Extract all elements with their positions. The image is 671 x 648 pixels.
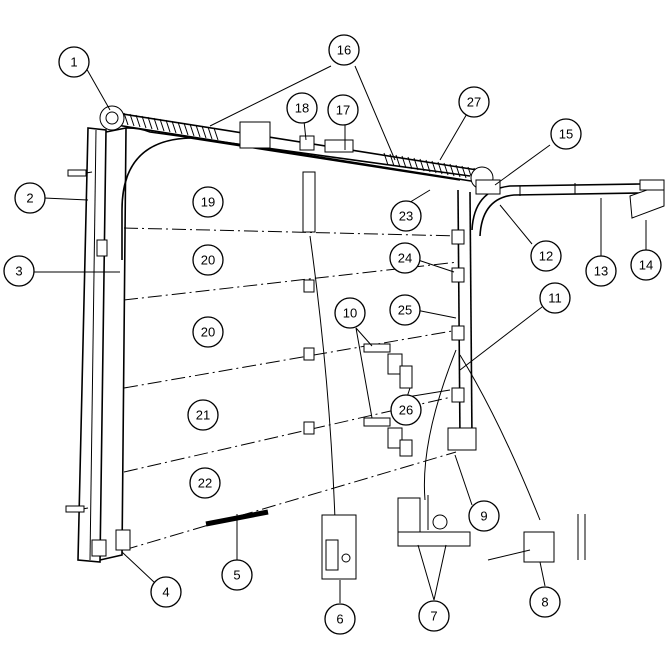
svg-text:12: 12 (539, 249, 553, 264)
svg-text:17: 17 (336, 103, 350, 118)
panel-labels: 19 20 20 21 22 (187, 186, 224, 499)
callout-4: 4 (150, 576, 182, 608)
hinges (363, 343, 413, 457)
panel-label-22: 22 (189, 467, 221, 499)
callout-1: 1 (58, 46, 90, 78)
callout-8: 8 (529, 586, 561, 618)
callout-10: 10 (334, 297, 366, 329)
track-curves (121, 127, 641, 441)
svg-text:19: 19 (201, 195, 215, 210)
left-vertical-track (65, 127, 127, 563)
svg-text:15: 15 (559, 127, 573, 142)
svg-text:23: 23 (399, 209, 413, 224)
callout-23: 23 (390, 200, 422, 232)
panel-label-20-upper: 20 (192, 244, 224, 276)
callout-15: 15 (550, 118, 582, 150)
callout-17: 17 (327, 94, 359, 126)
callout-24: 24 (389, 242, 421, 274)
svg-text:1: 1 (70, 55, 77, 70)
svg-text:6: 6 (336, 612, 343, 627)
callout-26: 26 (390, 394, 422, 426)
svg-text:21: 21 (196, 408, 210, 423)
callout-7: 7 (418, 600, 450, 632)
bottom-bracket-6 (321, 514, 357, 580)
roller-bracket-7 (397, 495, 471, 547)
callout-14: 14 (630, 249, 662, 281)
svg-text:8: 8 (541, 595, 548, 610)
track-end-bracket-14 (629, 179, 665, 219)
svg-text:2: 2 (26, 191, 33, 206)
callouts: 1 2 3 4 5 6 7 8 9 10 11 12 13 14 15 16 1… (3, 34, 662, 635)
callout-12: 12 (530, 240, 562, 272)
svg-text:26: 26 (399, 403, 413, 418)
svg-text:24: 24 (398, 251, 412, 266)
svg-text:20: 20 (201, 253, 215, 268)
callout-25: 25 (389, 294, 421, 326)
callout-13: 13 (585, 255, 617, 287)
svg-text:18: 18 (295, 101, 309, 116)
panel-label-20-lower: 20 (192, 316, 224, 348)
bottom-fixture-8 (487, 514, 586, 563)
svg-text:7: 7 (430, 609, 437, 624)
callout-11: 11 (539, 282, 571, 314)
svg-text:14: 14 (639, 258, 653, 273)
callout-2: 2 (14, 182, 46, 214)
torsion-shaft-assembly (99, 105, 501, 195)
callout-3: 3 (3, 255, 35, 287)
callout-16: 16 (328, 34, 360, 66)
svg-text:27: 27 (467, 95, 481, 110)
svg-text:13: 13 (594, 264, 608, 279)
svg-text:4: 4 (162, 585, 169, 600)
callout-27: 27 (458, 86, 490, 118)
panel-label-21: 21 (187, 399, 219, 431)
callout-6: 6 (324, 603, 356, 635)
lift-cables (302, 171, 541, 521)
callout-9: 9 (468, 500, 500, 532)
callout-18: 18 (286, 92, 318, 124)
door-sections (115, 227, 477, 551)
svg-text:9: 9 (480, 509, 487, 524)
callout-5: 5 (221, 559, 253, 591)
svg-text:16: 16 (337, 43, 351, 58)
svg-text:5: 5 (233, 568, 240, 583)
svg-text:22: 22 (198, 476, 212, 491)
svg-text:20: 20 (201, 325, 215, 340)
right-spring (383, 152, 479, 181)
svg-text:11: 11 (548, 291, 562, 306)
svg-text:25: 25 (398, 303, 412, 318)
svg-text:10: 10 (343, 306, 357, 321)
panel-label-19: 19 (192, 186, 224, 218)
svg-text:3: 3 (15, 264, 22, 279)
